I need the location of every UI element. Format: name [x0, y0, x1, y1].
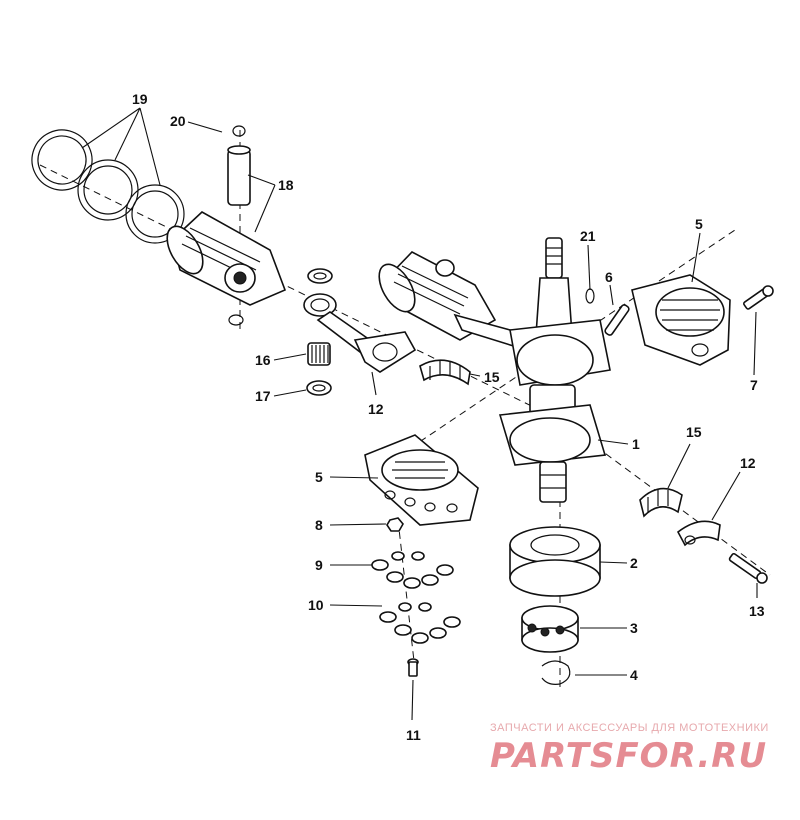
- bolt-lower: [728, 552, 768, 584]
- piston-left: [166, 211, 287, 306]
- screw: [407, 658, 419, 677]
- callout-18: 18: [278, 177, 294, 193]
- callout-6: 6: [605, 269, 613, 285]
- main-bearing-sleeve: [509, 526, 601, 597]
- callout-3: 3: [630, 620, 638, 636]
- rod-cap-right: [676, 520, 721, 547]
- dowel-pin: [604, 304, 630, 336]
- reed-petals: [371, 551, 454, 589]
- callout-7: 7: [750, 377, 758, 393]
- callout-5-lower: 5: [315, 469, 323, 485]
- callout-21: 21: [580, 228, 596, 244]
- bolt-upper: [743, 285, 774, 310]
- callout-2: 2: [630, 555, 638, 571]
- crank-key: [585, 288, 595, 304]
- watermark-logo: PARTSFOR.RU: [490, 736, 768, 776]
- ball-bearing: [521, 605, 579, 653]
- reed-block-upper: [631, 274, 731, 366]
- crankshaft: [498, 237, 611, 503]
- callout-12-left: 12: [368, 401, 384, 417]
- reed-block-lower: [364, 434, 479, 526]
- thrust-washer: [306, 380, 332, 396]
- callout-17: 17: [255, 388, 271, 404]
- leader-lines: [81, 107, 758, 721]
- piston-rings: [31, 129, 185, 244]
- reed-stop: [379, 602, 461, 644]
- callout-1: 1: [632, 436, 640, 452]
- callout-10: 10: [308, 597, 324, 613]
- watermark-caption: ЗАПЧАСТИ И АКСЕССУАРЫ ДЛЯ МОТОТЕХНИКИ: [490, 722, 769, 734]
- wrist-pin: [227, 125, 251, 326]
- callout-11: 11: [406, 727, 421, 743]
- callout-15-left: 15: [484, 369, 500, 385]
- watermark: ЗАПЧАСТИ И АКСЕССУАРЫ ДЛЯ МОТОТЕХНИКИ PA…: [490, 722, 790, 776]
- callout-16: 16: [255, 352, 271, 368]
- needle-bearing: [307, 342, 331, 366]
- callout-13: 13: [749, 603, 765, 619]
- callout-20: 20: [170, 113, 186, 129]
- callout-19: 19: [132, 91, 148, 107]
- callout-8: 8: [315, 517, 323, 533]
- top-washer: [307, 268, 333, 284]
- bearing-cage-right: [639, 487, 683, 518]
- callout-labels: 1 2 3 4 5 5 6 7 8 9 10 11 12 12 13 15 15…: [132, 91, 765, 743]
- callout-5-upper: 5: [695, 216, 703, 232]
- callout-15-right: 15: [686, 424, 702, 440]
- snap-ring: [541, 660, 571, 685]
- bearing-cage-left: [419, 359, 471, 386]
- connecting-rod-left: [303, 293, 417, 373]
- callout-4: 4: [630, 667, 638, 683]
- callout-12-right: 12: [740, 455, 756, 471]
- callout-9: 9: [315, 557, 323, 573]
- nut: [386, 517, 404, 532]
